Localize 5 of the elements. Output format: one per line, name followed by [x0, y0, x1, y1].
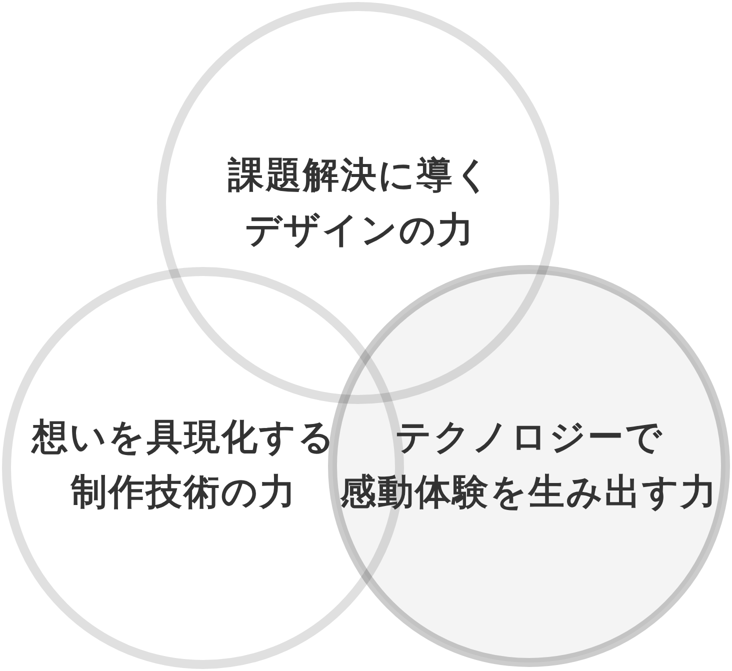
- circle-label: 課題解決に導くデザインの力: [226, 154, 494, 253]
- circle-label: テクノロジーで感動体験を生み出す力: [339, 416, 719, 515]
- venn-circle: [157, 2, 559, 404]
- venn-circle: [328, 265, 730, 667]
- circle-label: 想いを具現化する制作技術の力: [30, 416, 337, 515]
